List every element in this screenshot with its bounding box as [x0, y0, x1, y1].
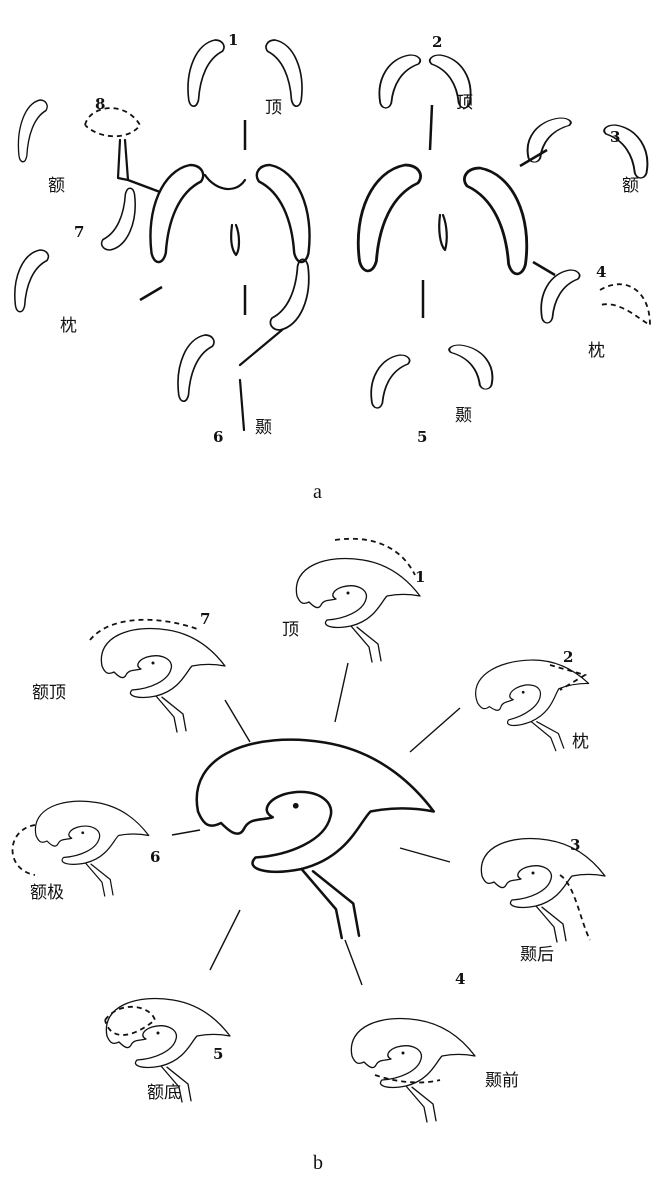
b-view-2-number: 2: [563, 648, 574, 666]
b-view-5-number: 5: [213, 1045, 224, 1063]
a-view-1-number: 1: [228, 31, 239, 49]
a-view-3-label: 额: [622, 176, 639, 196]
b-view-2-label: 枕: [572, 732, 589, 752]
a-view-6-label: 颞: [255, 418, 272, 438]
a-view-7-label: 枕: [60, 316, 77, 336]
figure-b-caption: b: [313, 1152, 323, 1174]
b-view-4-label: 颞前: [485, 1071, 519, 1091]
center-left-view: [149, 163, 311, 264]
b-view-7-number: 7: [200, 610, 211, 628]
a-view-3-number: 3: [610, 128, 621, 146]
figure-b-drawing: [11, 537, 606, 1123]
a-view-7-number: 7: [74, 223, 85, 241]
b-view-3-number: 3: [570, 836, 581, 854]
a-view-8-number: 8: [95, 95, 106, 113]
a-view-2-label: 顶: [456, 93, 473, 113]
a-view-4-label: 枕: [588, 341, 605, 361]
b-view-7-label: 额顶: [32, 683, 66, 703]
a-view-6-number: 6: [213, 428, 224, 446]
figure-a-caption: a: [313, 481, 322, 503]
b-view-3-label: 颞后: [520, 945, 554, 965]
figure-a-drawing: [14, 39, 651, 432]
a-view-8-label: 额: [48, 176, 65, 196]
b-view-5-label: 额底: [147, 1083, 181, 1103]
a-view-5-number: 5: [417, 428, 428, 446]
a-view-1-label: 顶: [265, 98, 282, 118]
b-view-6-label: 额极: [30, 883, 64, 903]
a-view-2-number: 2: [432, 33, 443, 51]
b-view-6-number: 6: [150, 848, 161, 866]
a-view-5-label: 颞: [455, 406, 472, 426]
center-right-view: [356, 163, 529, 276]
a-view-4-number: 4: [596, 263, 607, 281]
b-view-1-number: 1: [415, 568, 426, 586]
b-view-4-number: 4: [455, 970, 466, 988]
b-view-1-label: 顶: [282, 620, 299, 640]
